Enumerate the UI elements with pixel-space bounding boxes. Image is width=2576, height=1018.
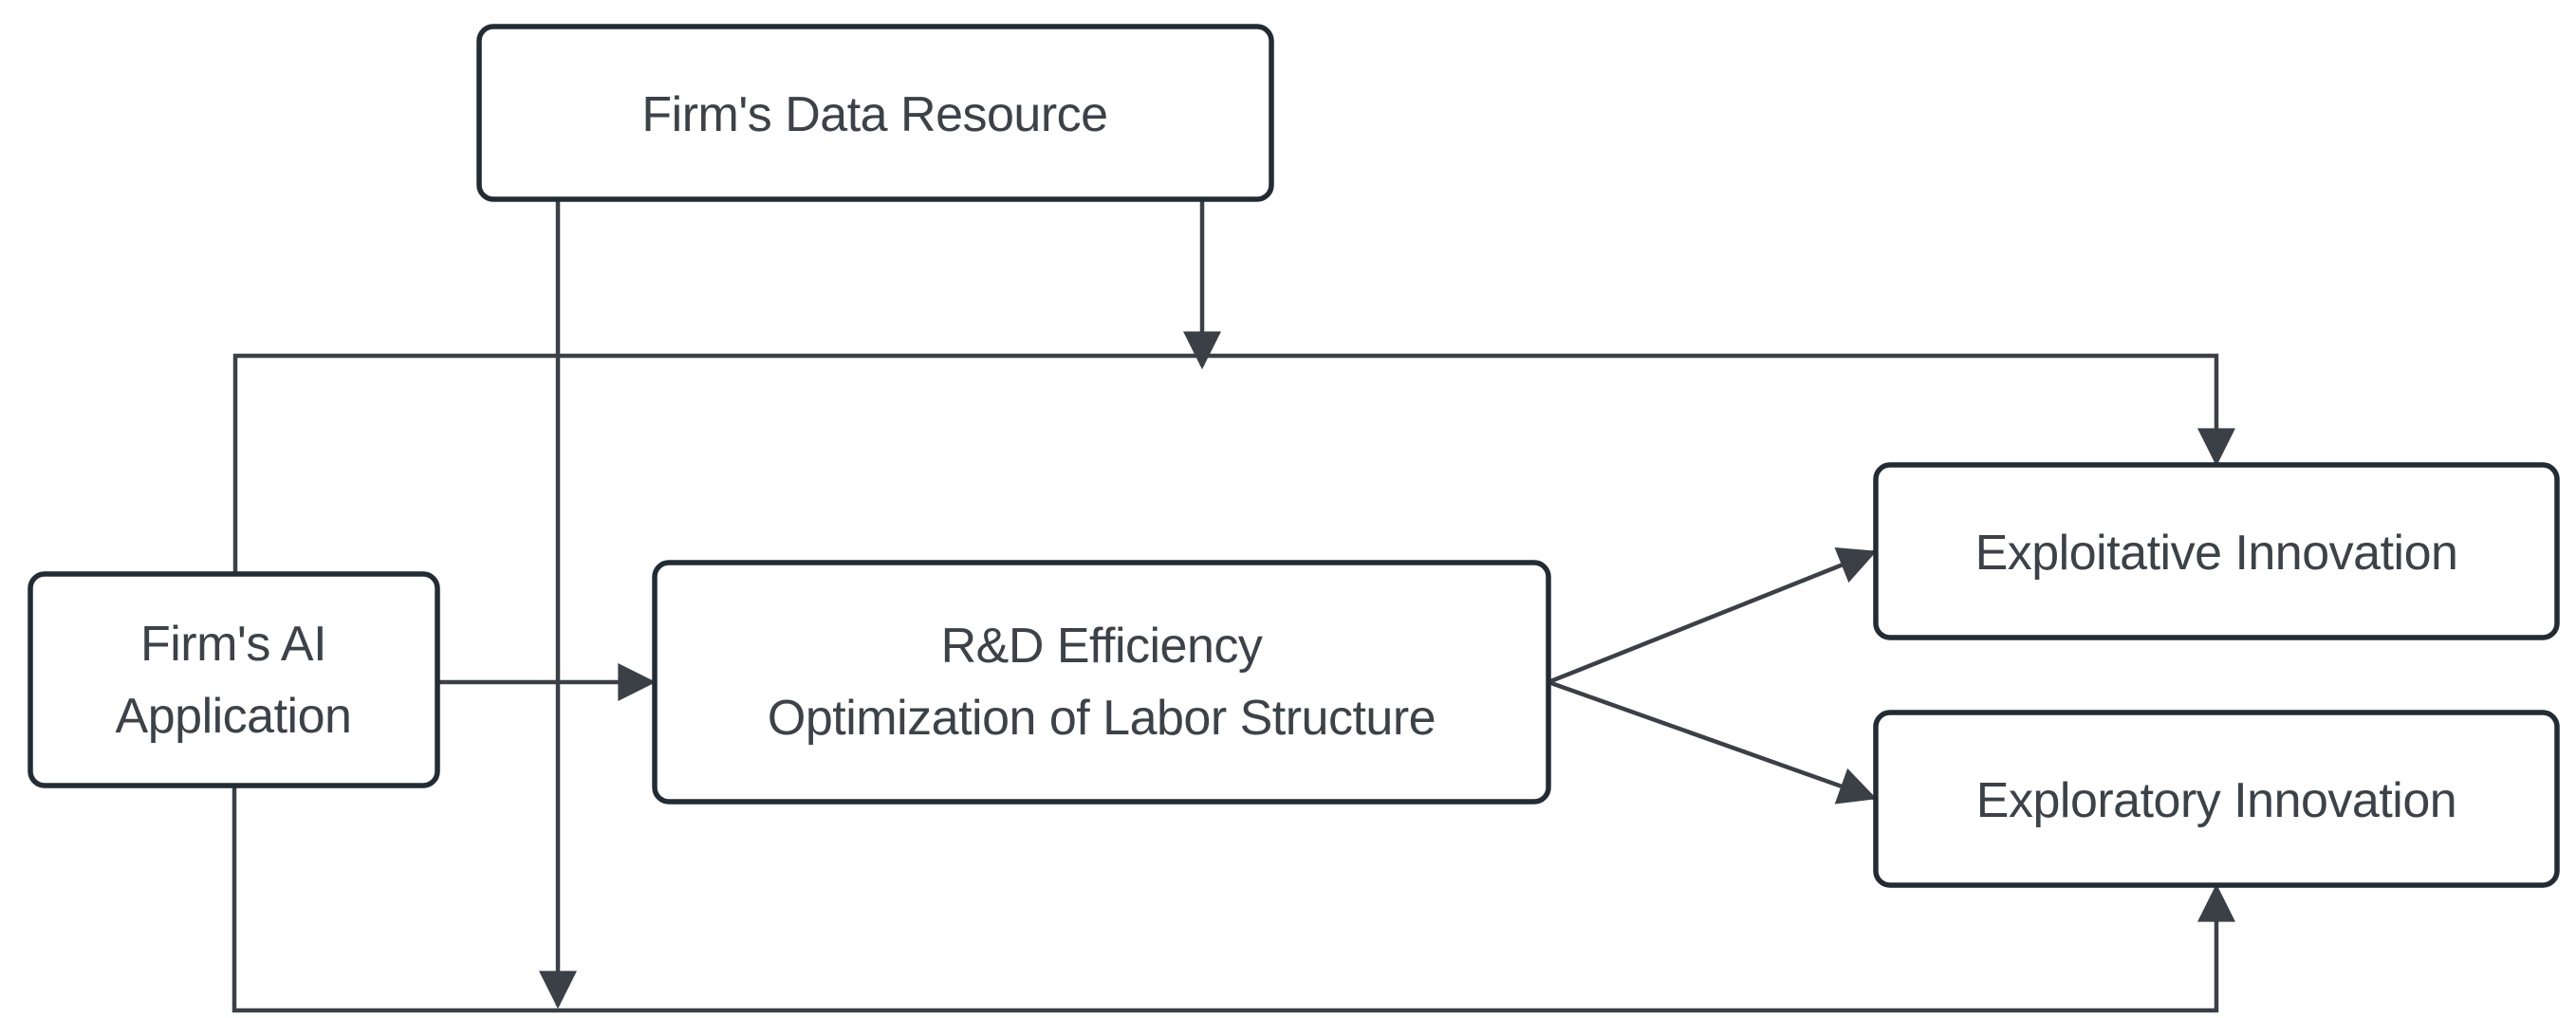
node-rd-efficiency-label-line1: R&D Efficiency	[941, 619, 1263, 674]
node-rd-efficiency-label-line2: Optimization of Labor Structure	[768, 691, 1436, 746]
node-exploitative-innovation-box	[1873, 462, 2560, 640]
node-exploratory-innovation-box	[1873, 710, 2560, 888]
connectors	[232, 199, 2235, 1013]
node-ai-application: Firm's AI Application	[28, 571, 440, 788]
node-ai-application-label-line1: Firm's AI	[140, 617, 326, 672]
node-data-resource-label: Firm's Data Resource	[641, 87, 1107, 142]
node-ai-application-label-line2: Application	[116, 689, 352, 744]
node-exploitative-innovation-label: Exploitative Innovation	[1975, 526, 2458, 581]
node-rd-efficiency-box	[652, 560, 1551, 805]
node-rd-efficiency: R&D Efficiency Optimization of Labor Str…	[652, 560, 1551, 805]
arrow-rd-to-exploitative	[1547, 547, 1878, 685]
node-data-resource: Firm's Data Resource	[476, 24, 1274, 202]
arrow-ai-to-exploitative-top-path	[232, 353, 2235, 574]
node-ai-application-box	[28, 571, 440, 788]
arrow-ai-to-exploratory-bottom-path	[232, 786, 2235, 1013]
node-exploratory-innovation: Exploratory Innovation	[1873, 710, 2560, 888]
arrow-rd-to-exploratory	[1547, 679, 1878, 805]
node-exploratory-innovation-label: Exploratory Innovation	[1976, 773, 2456, 828]
node-exploitative-innovation: Exploitative Innovation	[1873, 462, 2560, 640]
node-data-resource-box	[476, 24, 1274, 202]
